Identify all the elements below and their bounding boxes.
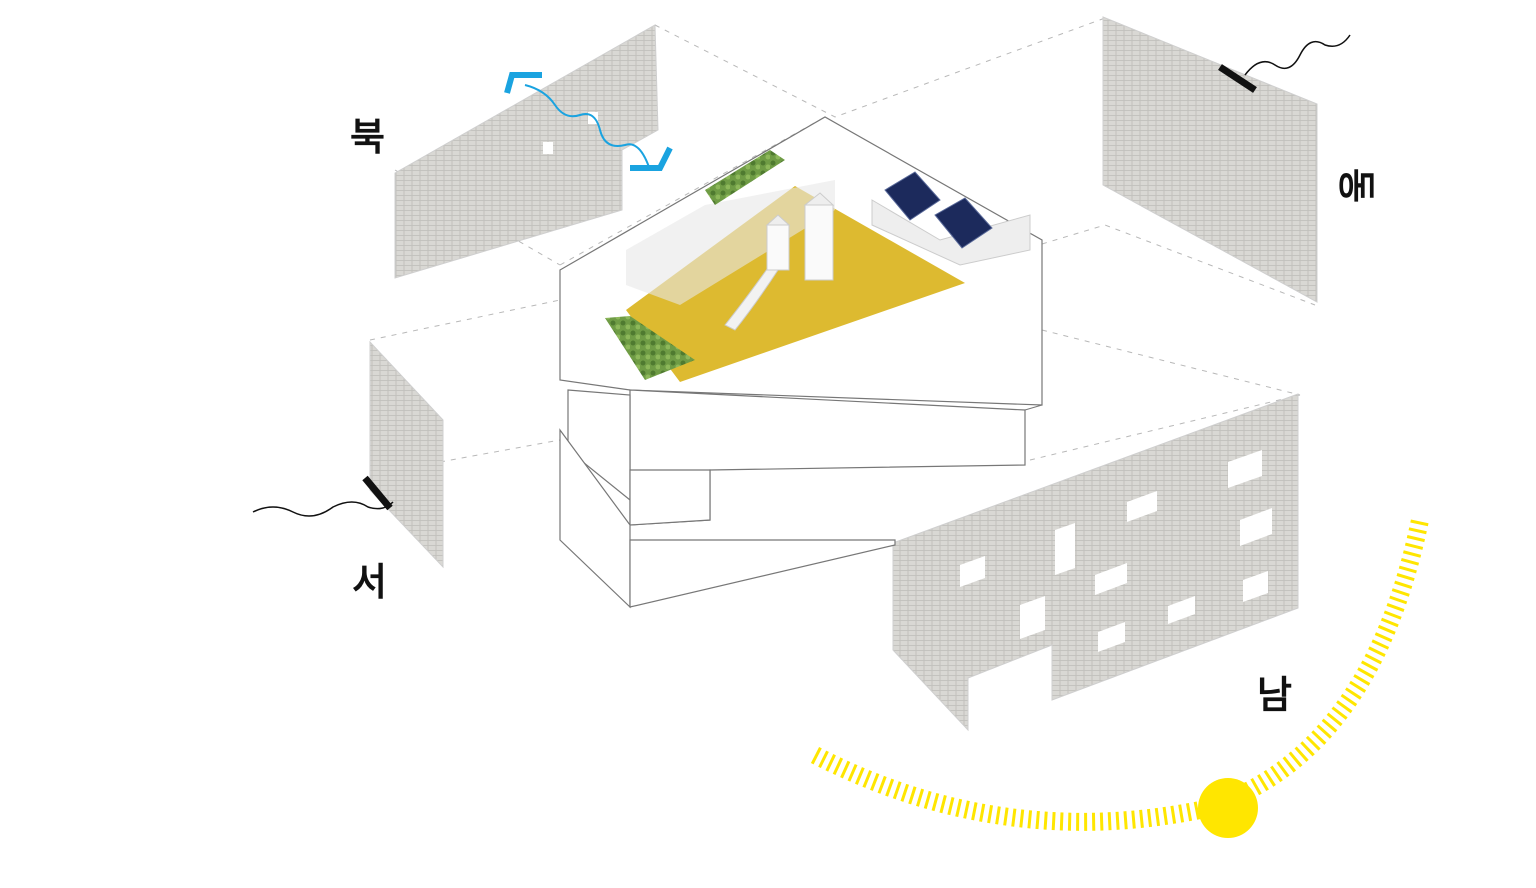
north-wall-panel	[394, 24, 659, 279]
east-wall-panel	[1102, 16, 1318, 303]
planter-north	[705, 150, 785, 205]
west-label: 서	[352, 560, 387, 604]
sun-icon	[1198, 778, 1258, 838]
sun-path	[810, 518, 1429, 838]
rooftop-playground	[605, 150, 965, 382]
playground-floor	[626, 186, 965, 382]
west-wall-panel	[369, 340, 444, 569]
solar-panel-icon	[871, 171, 1031, 266]
north-label: 북	[350, 115, 385, 159]
planter-west	[605, 316, 695, 380]
wind-arrow-icon	[504, 72, 673, 171]
slide-icon	[724, 192, 835, 331]
east-label: 동	[1334, 168, 1378, 203]
south-label: 남	[1257, 673, 1292, 717]
noise-wave-icon	[252, 34, 1351, 517]
south-wall-panel	[892, 393, 1299, 732]
